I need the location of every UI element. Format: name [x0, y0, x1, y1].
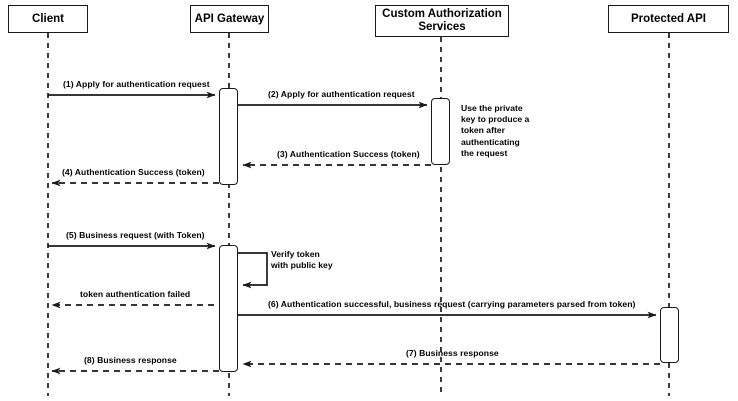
participant-label-custom-authorization-services: Custom Authorization Services: [382, 8, 502, 33]
participant-box-client[interactable]: Client: [8, 5, 88, 33]
participant-box-protected-api[interactable]: Protected API: [608, 5, 729, 33]
note-private-key: Use the private key to produce a token a…: [461, 103, 530, 158]
participant-label-protected-api: Protected API: [631, 12, 706, 25]
participant-box-custom-authorization-services[interactable]: Custom Authorization Services: [375, 5, 509, 37]
message-label-8: (8) Business response: [84, 355, 177, 365]
message-label-1: (1) Apply for authentication request: [63, 79, 210, 89]
message-label-7: (7) Business response: [406, 348, 499, 358]
activation-bar-protected-api: [660, 307, 679, 363]
activation-bar-api-gateway-1: [219, 88, 238, 185]
self-message-arrow-verify-token: [238, 252, 268, 289]
participant-label-api-gateway: API Gateway: [194, 12, 265, 25]
note-verify-token: Verify token with public key: [271, 249, 333, 271]
message-label-4: (4) Authentication Success (token): [62, 167, 205, 177]
activation-bar-custom-authorization-services: [431, 98, 450, 165]
activation-bar-api-gateway-2: [219, 245, 238, 372]
message-label-5: (5) Business request (with Token): [66, 230, 205, 240]
participant-label-client: Client: [32, 12, 64, 25]
message-label-3: (3) Authentication Success (token): [277, 149, 420, 159]
message-label-token-auth-failed: token authentication failed: [80, 289, 191, 299]
message-label-6: (6) Authentication successful, business …: [268, 299, 636, 309]
message-label-2: (2) Apply for authentication request: [268, 89, 415, 99]
participant-box-api-gateway[interactable]: API Gateway: [190, 5, 269, 33]
